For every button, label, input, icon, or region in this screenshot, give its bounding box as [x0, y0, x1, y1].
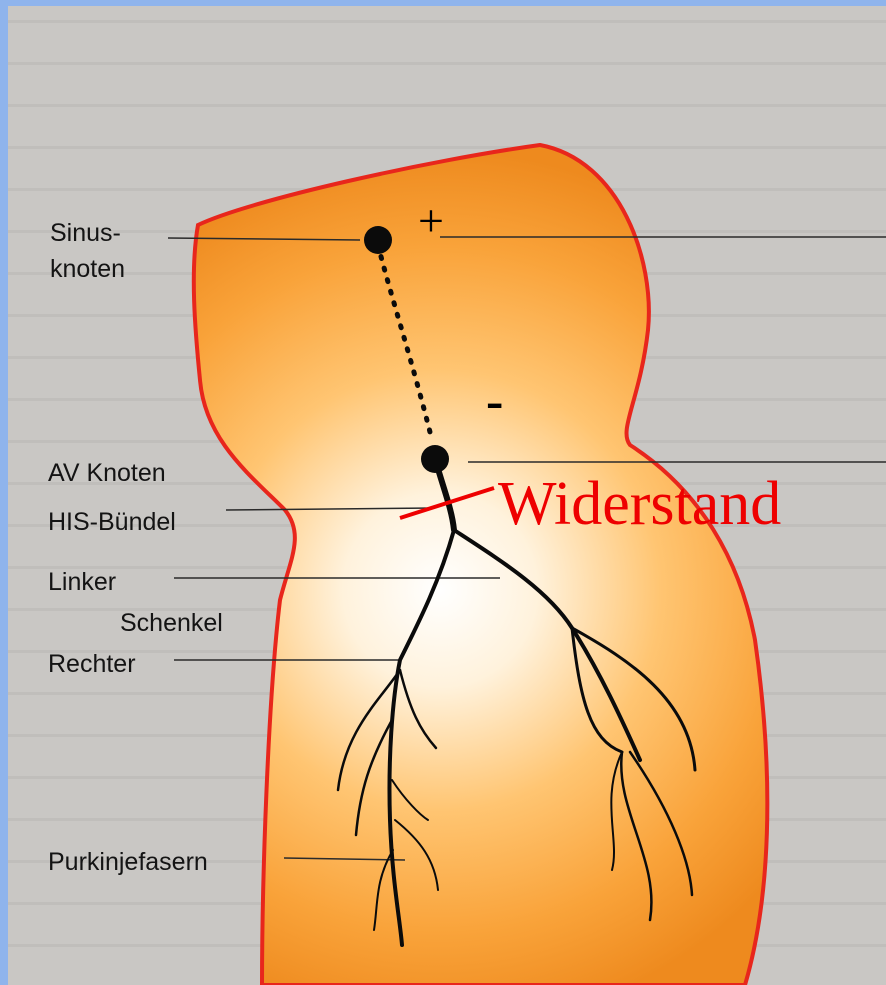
- label-rechter: Rechter: [48, 650, 136, 678]
- heart-conduction-diagram: Sinus- knoten AV Knoten HIS-Bündel Linke…: [8, 6, 886, 985]
- diagram-canvas: Sinus- knoten AV Knoten HIS-Bündel Linke…: [8, 6, 886, 985]
- label-purkinje: Purkinjefasern: [48, 848, 208, 876]
- label-av-knoten: AV Knoten: [48, 459, 166, 487]
- label-his-buendel: HIS-Bündel: [48, 508, 176, 536]
- label-linker: Linker: [48, 568, 116, 596]
- plus-sign: +: [418, 195, 444, 246]
- minus-sign: -: [486, 373, 503, 430]
- sinus-node: [364, 226, 392, 254]
- av-node: [421, 445, 449, 473]
- label-widerstand: Widerstand: [498, 470, 781, 538]
- label-sinus-line1: Sinus-: [50, 219, 121, 247]
- label-schenkel: Schenkel: [120, 609, 223, 637]
- label-sinus-line2: knoten: [50, 255, 125, 283]
